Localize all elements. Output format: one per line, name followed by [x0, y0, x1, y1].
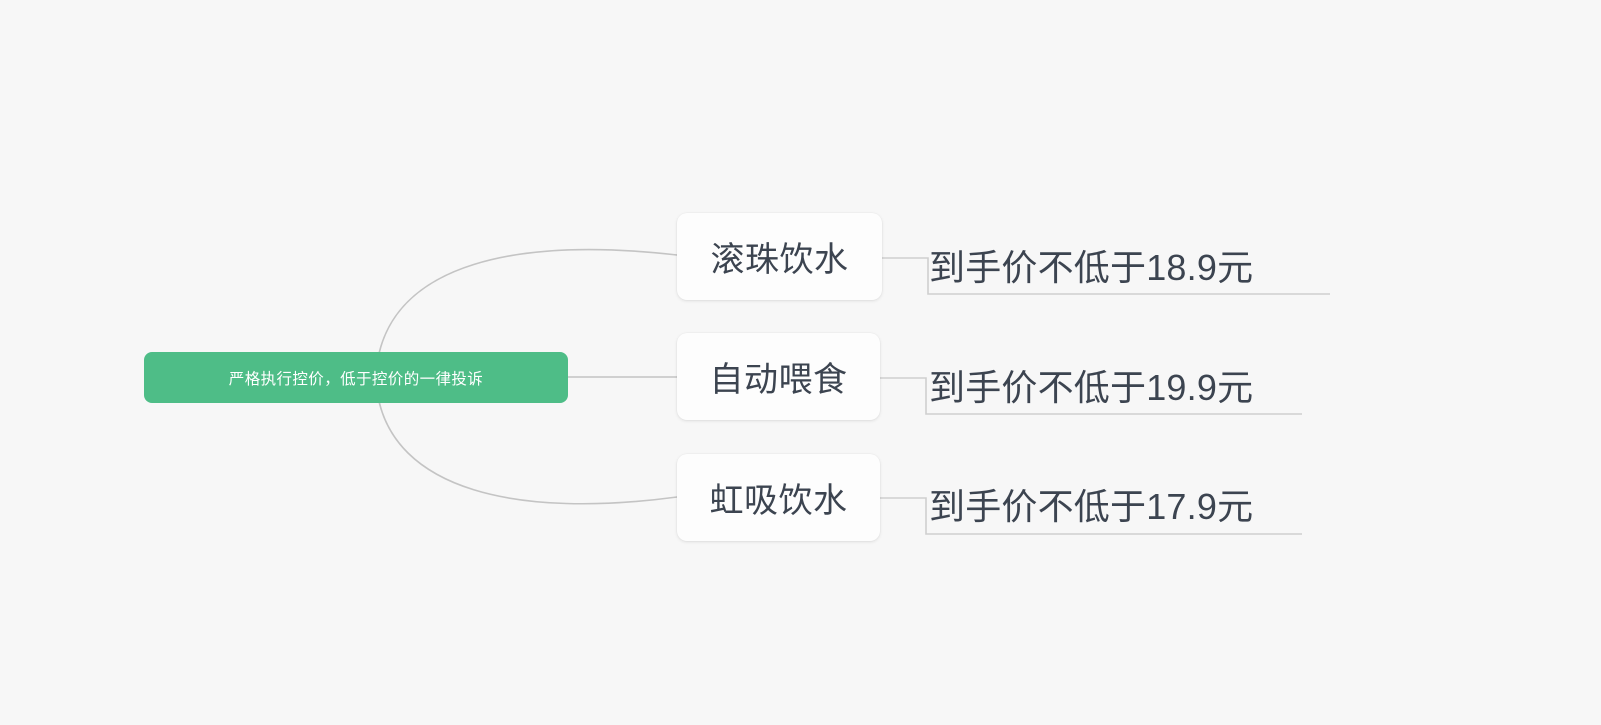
mindmap-leaf-node-2[interactable]: 到手价不低于17.9元 [929, 486, 1254, 527]
mindmap-root-node[interactable]: 严格执行控价，低于控价的一律投诉 [144, 352, 568, 403]
mindmap-branch-node-2[interactable]: 虹吸饮水 [677, 454, 880, 541]
branch-node-label: 滚珠饮水 [710, 241, 849, 279]
edge-root-to-branch-0 [376, 248, 678, 365]
mindmap-branch-node-1[interactable]: 自动喂食 [677, 333, 880, 420]
root-node-label: 严格执行控价，低于控价的一律投诉 [228, 370, 484, 388]
mindmap-branch-node-0[interactable]: 滚珠饮水 [677, 213, 882, 300]
edge-root-to-branch-2 [376, 390, 678, 505]
branch-node-label: 自动喂食 [709, 361, 848, 399]
branch-node-label: 虹吸饮水 [709, 482, 848, 520]
mindmap-leaf-node-1[interactable]: 到手价不低于19.9元 [929, 367, 1254, 408]
mindmap-leaf-node-0[interactable]: 到手价不低于18.9元 [929, 247, 1254, 288]
